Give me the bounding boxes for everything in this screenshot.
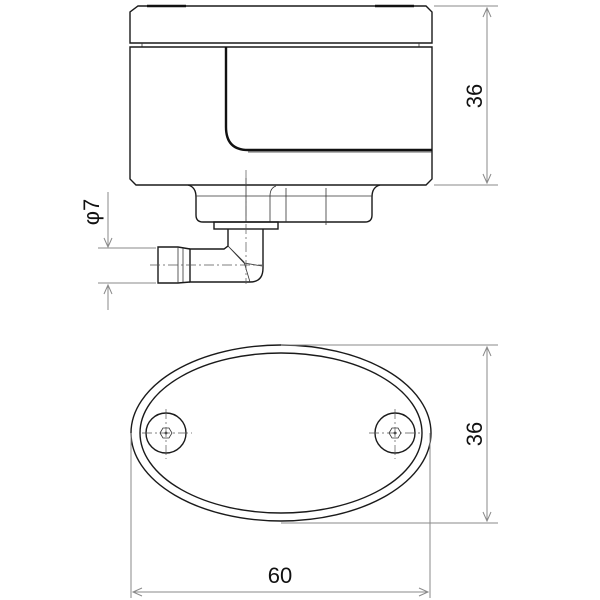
left-screw <box>142 409 192 459</box>
side-height-dimension: 36 <box>434 5 498 186</box>
side-view <box>129 4 433 284</box>
hex-socket-icon <box>159 427 173 439</box>
side-height-label: 36 <box>462 84 487 108</box>
base-outer-ellipse <box>130 344 432 522</box>
top-height-dimension: 36 <box>281 344 498 524</box>
top-height-label: 36 <box>462 422 487 446</box>
elbow-inner-lines <box>227 245 263 283</box>
fitting-diameter-label: φ7 <box>79 199 104 226</box>
width-label: 60 <box>268 563 292 588</box>
body-outline <box>129 46 433 186</box>
base-inner-ellipse <box>139 352 423 514</box>
elbow-fitting <box>189 229 264 283</box>
fitting-diameter-dimension: φ7 <box>79 192 156 310</box>
bottom-boss <box>187 184 381 223</box>
right-screw <box>369 409 421 459</box>
boss-curve <box>269 185 277 222</box>
sight-window-edge <box>224 47 432 152</box>
cap-outline <box>129 5 433 44</box>
top-view <box>130 344 432 522</box>
width-dimension: 60 <box>130 433 431 598</box>
